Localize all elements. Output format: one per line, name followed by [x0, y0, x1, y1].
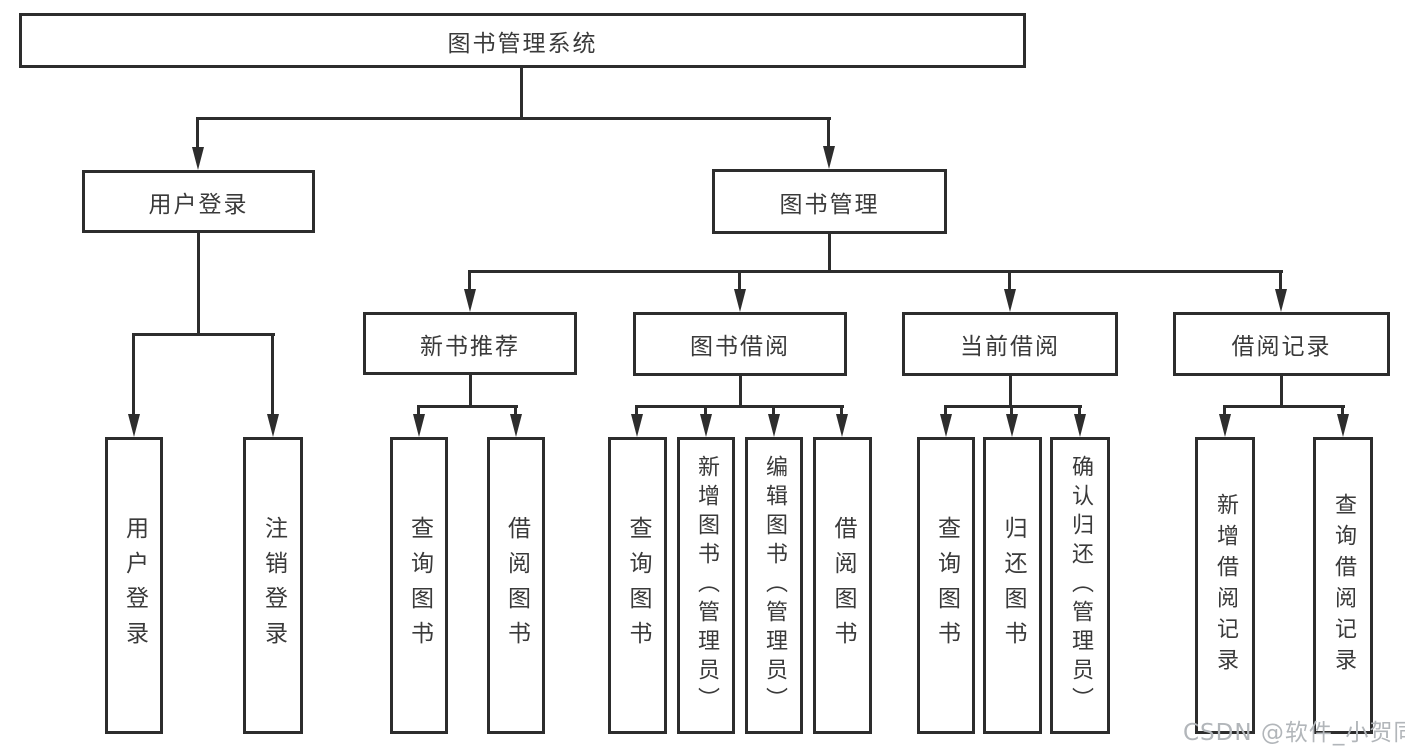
connector-stem — [704, 405, 707, 417]
arrow-down-icon — [1219, 414, 1231, 437]
connector-stem — [827, 117, 830, 149]
connector-hline — [469, 270, 1283, 273]
node-book-management: 图书管理 — [712, 169, 947, 234]
arrow-down-icon — [267, 414, 279, 437]
connector-hline — [133, 333, 275, 336]
connector-stem — [772, 405, 775, 417]
leaf-confirm-return-admin: 确认归还（管理员） — [1050, 437, 1110, 734]
connector-stem — [1223, 405, 1226, 417]
leaf-query-books-current: 查询图书 — [917, 437, 975, 734]
connector-stem — [1341, 405, 1344, 417]
connector-vline — [1280, 376, 1283, 408]
connector-stem — [196, 117, 199, 150]
leaf-edit-book-admin: 编辑图书（管理员） — [745, 437, 803, 734]
connector-hline — [945, 405, 1082, 408]
arrow-down-icon — [940, 414, 952, 437]
arrow-down-icon — [823, 146, 835, 169]
node-current-borrowing: 当前借阅 — [902, 312, 1118, 376]
arrow-down-icon — [464, 289, 476, 312]
leaf-return-book: 归还图书 — [983, 437, 1042, 734]
leaf-add-book-admin: 新增图书（管理员） — [677, 437, 735, 734]
leaf-add-borrow-record: 新增借阅记录 — [1195, 437, 1255, 734]
connector-stem — [514, 405, 517, 417]
connector-stem — [132, 333, 135, 417]
connector-hline — [197, 117, 831, 120]
leaf-borrow-books-borrowing: 借阅图书 — [813, 437, 872, 734]
connector-vline — [1009, 376, 1012, 408]
arrow-down-icon — [836, 414, 848, 437]
arrow-down-icon — [1275, 289, 1287, 312]
arrow-down-icon — [1074, 414, 1086, 437]
connector-stem — [738, 270, 741, 292]
leaf-query-borrow-record: 查询借阅记录 — [1313, 437, 1373, 734]
connector-stem — [635, 405, 638, 417]
connector-hline — [1224, 405, 1345, 408]
connector-stem — [1010, 405, 1013, 417]
connector-vline — [197, 233, 200, 336]
connector-vline — [739, 376, 742, 408]
leaf-query-books-recommend: 查询图书 — [390, 437, 448, 734]
node-book-borrowing: 图书借阅 — [633, 312, 847, 376]
node-borrowing-records: 借阅记录 — [1173, 312, 1390, 376]
arrow-down-icon — [768, 414, 780, 437]
leaf-logout: 注销登录 — [243, 437, 303, 734]
arrow-down-icon — [700, 414, 712, 437]
watermark: CSDN @软件_小贺同学 — [1183, 720, 1405, 746]
leaf-borrow-books-recommend: 借阅图书 — [487, 437, 545, 734]
arrow-down-icon — [128, 414, 140, 437]
node-user-login: 用户登录 — [82, 170, 315, 233]
leaf-query-books-borrowing: 查询图书 — [608, 437, 667, 734]
arrow-down-icon — [413, 414, 425, 437]
connector-stem — [1279, 270, 1282, 292]
arrow-down-icon — [631, 414, 643, 437]
connector-hline — [636, 405, 844, 408]
connector-stem — [417, 405, 420, 417]
connector-stem — [1008, 270, 1011, 292]
arrow-down-icon — [1337, 414, 1349, 437]
connector-hline — [418, 405, 518, 408]
connector-vline — [828, 234, 831, 273]
arrow-down-icon — [1004, 289, 1016, 312]
connector-stem — [271, 333, 274, 417]
connector-vline — [520, 68, 523, 120]
node-library-management-system: 图书管理系统 — [19, 13, 1026, 68]
connector-stem — [840, 405, 843, 417]
arrow-down-icon — [734, 289, 746, 312]
connector-stem — [1078, 405, 1081, 417]
connector-stem — [468, 270, 471, 292]
connector-stem — [944, 405, 947, 417]
arrow-down-icon — [192, 147, 204, 170]
arrow-down-icon — [510, 414, 522, 437]
arrow-down-icon — [1006, 414, 1018, 437]
leaf-user-login: 用户登录 — [105, 437, 163, 734]
connector-vline — [469, 375, 472, 408]
node-new-book-recommendation: 新书推荐 — [363, 312, 577, 375]
